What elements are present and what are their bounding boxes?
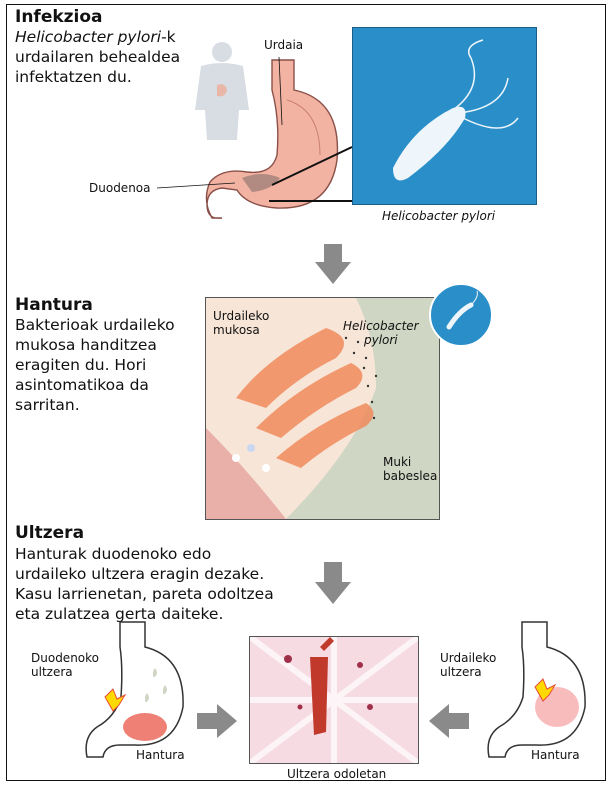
- ulcer-title: Ultzera: [15, 523, 84, 543]
- ulcer-line-1: Hanturak duodenoko edo: [15, 545, 211, 563]
- caption-helicobacter: Helicobacter pylori: [382, 209, 495, 223]
- inflammation-line-4: asintomatikoa da: [15, 376, 149, 394]
- arrow-left-icon: [429, 704, 469, 738]
- label-helicobacter-2-line-2: pylori: [364, 333, 398, 347]
- label-gastric-ulcer-line-1: Urdaileko: [440, 651, 496, 665]
- label-inflammation-left: Hantura: [136, 748, 185, 762]
- label-mucosa: Urdaileko mukosa: [213, 309, 269, 337]
- inflammation-title: Hantura: [15, 295, 93, 315]
- inflammation-line-3: eragiten du. Hori: [15, 356, 146, 374]
- bleeding-ulcer-illustration: [249, 636, 419, 764]
- label-gastric-ulcer-line-2: ultzera: [440, 665, 482, 679]
- arrow-right-icon: [197, 704, 237, 738]
- label-mucus-line-2: babeslea: [383, 469, 437, 483]
- bacterium-icon: [353, 28, 536, 204]
- label-stomach: Urdaia: [264, 38, 303, 52]
- ulcer-line-2: urdaileko ultzera eragin dezake.: [15, 565, 264, 583]
- inflammation-line-5: sarritan.: [15, 396, 80, 414]
- label-duodenal-ulcer-line-2: ultzera: [31, 665, 73, 679]
- bacterium-inset-icon: [429, 283, 493, 347]
- ulcer-text: Hanturak duodenoko edo urdaileko ultzera…: [15, 544, 274, 624]
- infographic-frame: Infekzioa Helicobacter pylori-k urdailar…: [6, 4, 606, 781]
- label-duodenal-ulcer: Duodenoko ultzera: [31, 651, 99, 679]
- ulcer-line-3: Kasu larrienetan, pareta odoltzea: [15, 585, 274, 603]
- label-duodenum: Duodenoa: [89, 181, 151, 195]
- inflammation-text: Bakterioak urdaileko mukosa handitzea er…: [15, 315, 175, 415]
- bleeding-ulcer-graphic: [250, 637, 418, 763]
- label-mucus: Muki babeslea: [383, 455, 437, 483]
- label-helicobacter-2: Helicobacter pylori: [343, 319, 419, 347]
- inflammation-line-1: Bakterioak urdaileko: [15, 316, 175, 334]
- label-duodenal-ulcer-line-1: Duodenoko: [31, 651, 99, 665]
- label-mucosa-line-1: Urdaileko: [213, 309, 269, 323]
- label-gastric-ulcer: Urdaileko ultzera: [440, 651, 496, 679]
- stomach-duodenal-ulcer: [75, 617, 195, 767]
- arrow-down-icon: [315, 244, 351, 284]
- inflammation-line-2: mukosa handitzea: [15, 336, 157, 354]
- label-helicobacter-2-line-1: Helicobacter: [343, 319, 419, 333]
- stomach-gastric-ulcer: [477, 617, 597, 767]
- label-inflammation-right: Hantura: [531, 748, 580, 762]
- bacterium-micrograph: [352, 27, 537, 205]
- arrow-down-icon-2: [315, 562, 351, 604]
- caption-bleeding-ulcer: Ultzera odoletan: [287, 767, 386, 781]
- label-mucus-line-1: Muki: [383, 455, 411, 469]
- label-mucosa-line-2: mukosa: [213, 323, 260, 337]
